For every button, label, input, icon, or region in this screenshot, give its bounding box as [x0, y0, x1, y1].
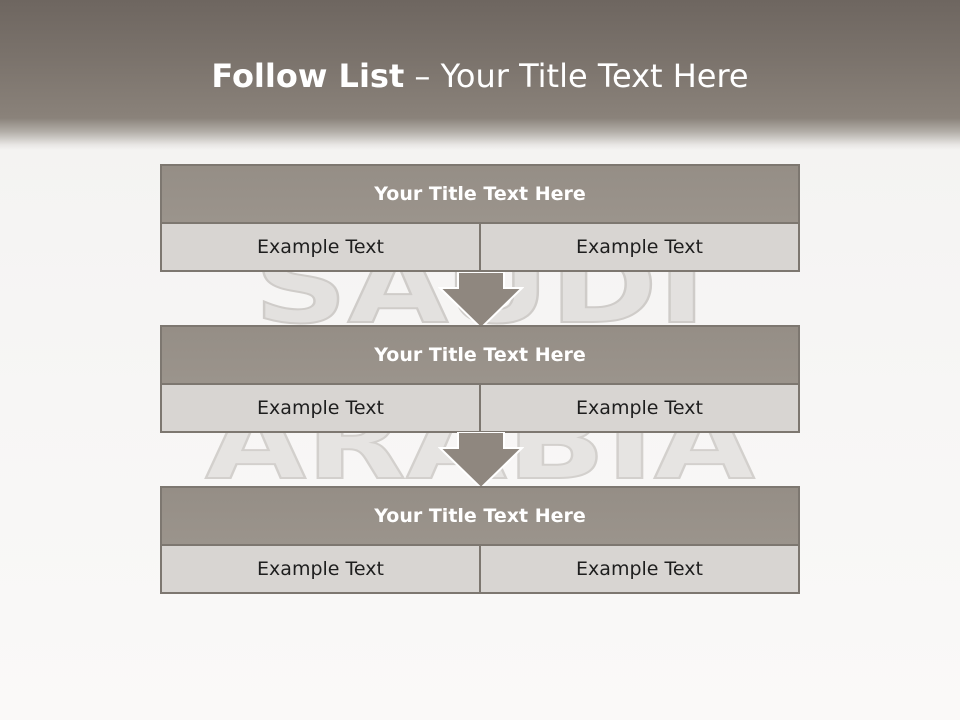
block-cell-left: Example Text [162, 546, 479, 592]
block-cell-right: Example Text [481, 385, 798, 431]
block-cell-right: Example Text [481, 224, 798, 270]
block-cell-right: Example Text [481, 546, 798, 592]
down-arrow-icon [438, 272, 524, 330]
block-title: Your Title Text Here [162, 488, 798, 544]
block-title: Your Title Text Here [162, 327, 798, 383]
list-block-2: Your Title Text Here Example Text Exampl… [160, 325, 800, 433]
slide-title-rest: – Your Title Text Here [404, 57, 749, 95]
slide-title: Follow List – Your Title Text Here [0, 52, 960, 100]
list-block-3: Your Title Text Here Example Text Exampl… [160, 486, 800, 594]
list-block-1: Your Title Text Here Example Text Exampl… [160, 164, 800, 272]
block-cell-left: Example Text [162, 224, 479, 270]
slide-header [0, 0, 960, 150]
slide-title-bold: Follow List [211, 57, 405, 95]
block-title: Your Title Text Here [162, 166, 798, 222]
down-arrow-icon [438, 432, 524, 490]
block-cell-left: Example Text [162, 385, 479, 431]
